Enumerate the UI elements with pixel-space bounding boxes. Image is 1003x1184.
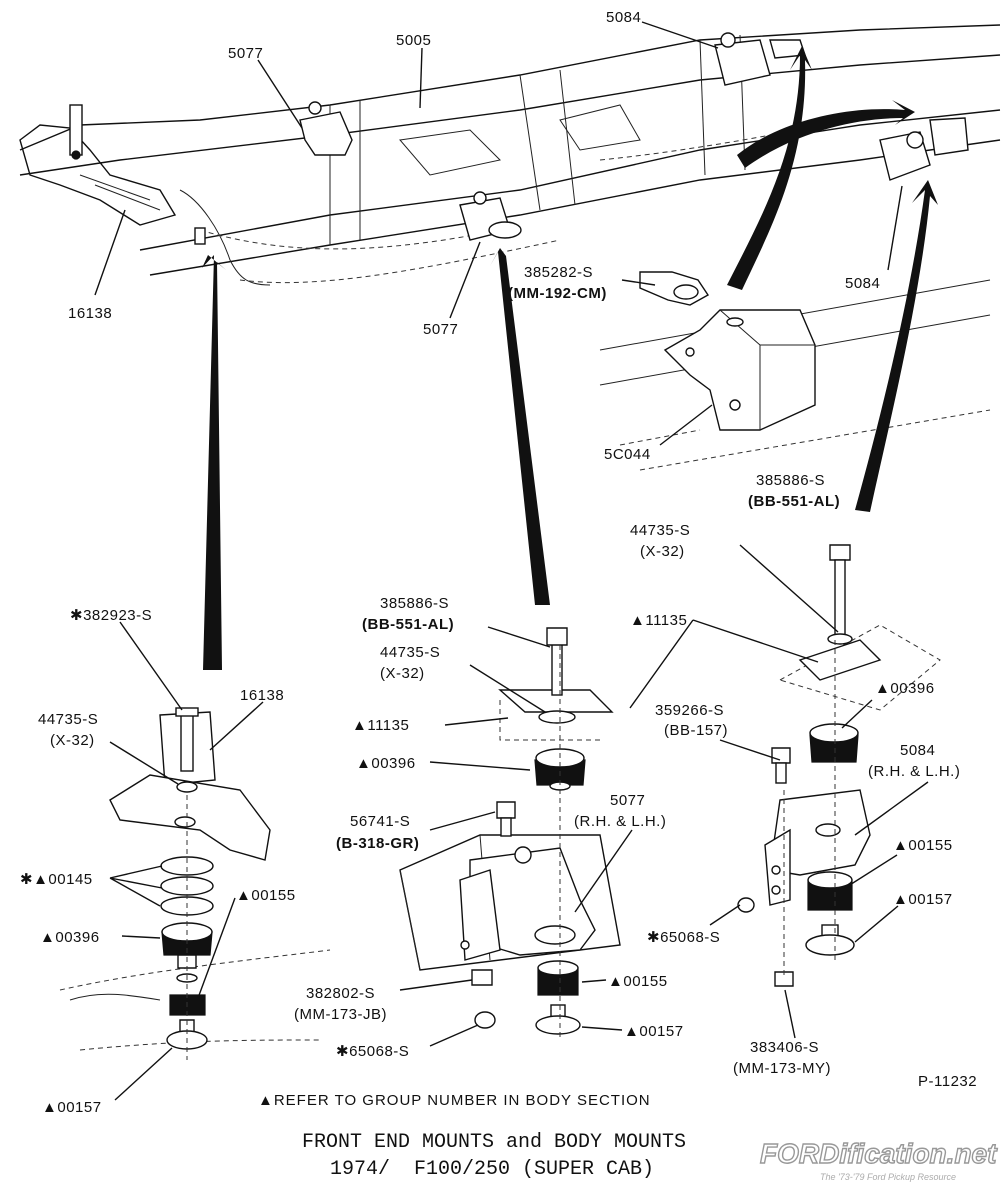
label-r-44735-code: (X-32) (640, 543, 685, 560)
label-l-382923: ✱382923-S (70, 607, 152, 624)
bracket-5c044-illustration (599, 271, 991, 471)
label-r-11135: ▲11135 (630, 612, 687, 629)
label-m-56741-code: (B-318-GR) (336, 835, 419, 852)
label-m-5077: 5077 (610, 792, 645, 809)
label-l-00155: ▲00155 (236, 887, 296, 904)
label-r-359266-code: (BB-157) (664, 722, 728, 739)
label-m-44735-code: (X-32) (380, 665, 425, 682)
label-m-385886-code: (BB-551-AL) (362, 616, 454, 633)
figure-id: P-11232 (918, 1073, 977, 1090)
label-r-65068: ✱65068-S (647, 929, 720, 946)
label-r-5084-side: (R.H. & L.H.) (868, 763, 960, 780)
label-r-359266: 359266-S (655, 702, 724, 719)
label-m-11135: ▲11135 (352, 717, 409, 734)
left-mount-stack (59, 707, 331, 1060)
watermark-tagline: The '73-'79 Ford Pickup Resource (820, 1172, 956, 1182)
label-l-44735: 44735-S (38, 711, 98, 728)
label-5084-top: 5084 (606, 9, 641, 26)
label-r-00155: ▲00155 (893, 837, 953, 854)
part-labels: 5077 5005 5084 16138 5077 5084 385282-S … (20, 9, 977, 1116)
label-m-00157: ▲00157 (624, 1023, 684, 1040)
label-r-00157: ▲00157 (893, 891, 953, 908)
label-16138-frame: 16138 (68, 305, 112, 322)
label-r-5084: 5084 (900, 742, 935, 759)
watermark-brand: FORDification.net (760, 1138, 998, 1169)
label-385282: 385282-S (524, 264, 593, 281)
footer-title-line1: FRONT END MOUNTS and BODY MOUNTS (302, 1131, 686, 1154)
label-m-00396: ▲00396 (356, 755, 416, 772)
leader-lines (94, 21, 929, 1101)
frame-illustration (19, 24, 1001, 286)
label-5077-left: 5077 (228, 45, 263, 62)
label-l-00157: ▲00157 (42, 1099, 102, 1116)
label-r-385886-code: (BB-551-AL) (748, 493, 840, 510)
label-r-385886: 385886-S (756, 472, 825, 489)
label-m-382802: 382802-S (306, 985, 375, 1002)
label-r-383406: 383406-S (750, 1039, 819, 1056)
label-r-00396: ▲00396 (875, 680, 935, 697)
label-m-56741: 56741-S (350, 813, 410, 830)
label-385282-code: (MM-192-CM) (508, 285, 607, 302)
right-mount-stack (737, 544, 941, 987)
label-m-65068: ✱65068-S (336, 1043, 409, 1060)
watermark-logo: FORDification.net The '73-'79 Ford Picku… (759, 1137, 999, 1182)
label-r-383406-code: (MM-173-MY) (733, 1060, 831, 1077)
footer: ▲REFER TO GROUP NUMBER IN BODY SECTION F… (258, 1092, 686, 1181)
label-m-00155: ▲00155 (608, 973, 668, 990)
label-m-385886: 385886-S (380, 595, 449, 612)
label-l-00396: ▲00396 (40, 929, 100, 946)
label-r-44735: 44735-S (630, 522, 690, 539)
label-m-382802-code: (MM-173-JB) (294, 1006, 387, 1023)
label-5005: 5005 (396, 32, 431, 49)
footer-note: ▲REFER TO GROUP NUMBER IN BODY SECTION (258, 1092, 651, 1109)
label-5c044: 5C044 (604, 446, 651, 463)
middle-mount-stack (399, 627, 621, 1040)
label-5084-right: 5084 (845, 275, 880, 292)
label-m-5077-side: (R.H. & L.H.) (574, 813, 666, 830)
label-m-44735: 44735-S (380, 644, 440, 661)
label-l-16138: 16138 (240, 687, 284, 704)
label-l-00145: ✱▲00145 (20, 871, 93, 888)
direction-arrows (202, 46, 938, 670)
footer-title-line2: 1974/ F100/250 (SUPER CAB) (330, 1158, 654, 1181)
label-l-44735-code: (X-32) (50, 732, 95, 749)
label-5077-mid: 5077 (423, 321, 458, 338)
